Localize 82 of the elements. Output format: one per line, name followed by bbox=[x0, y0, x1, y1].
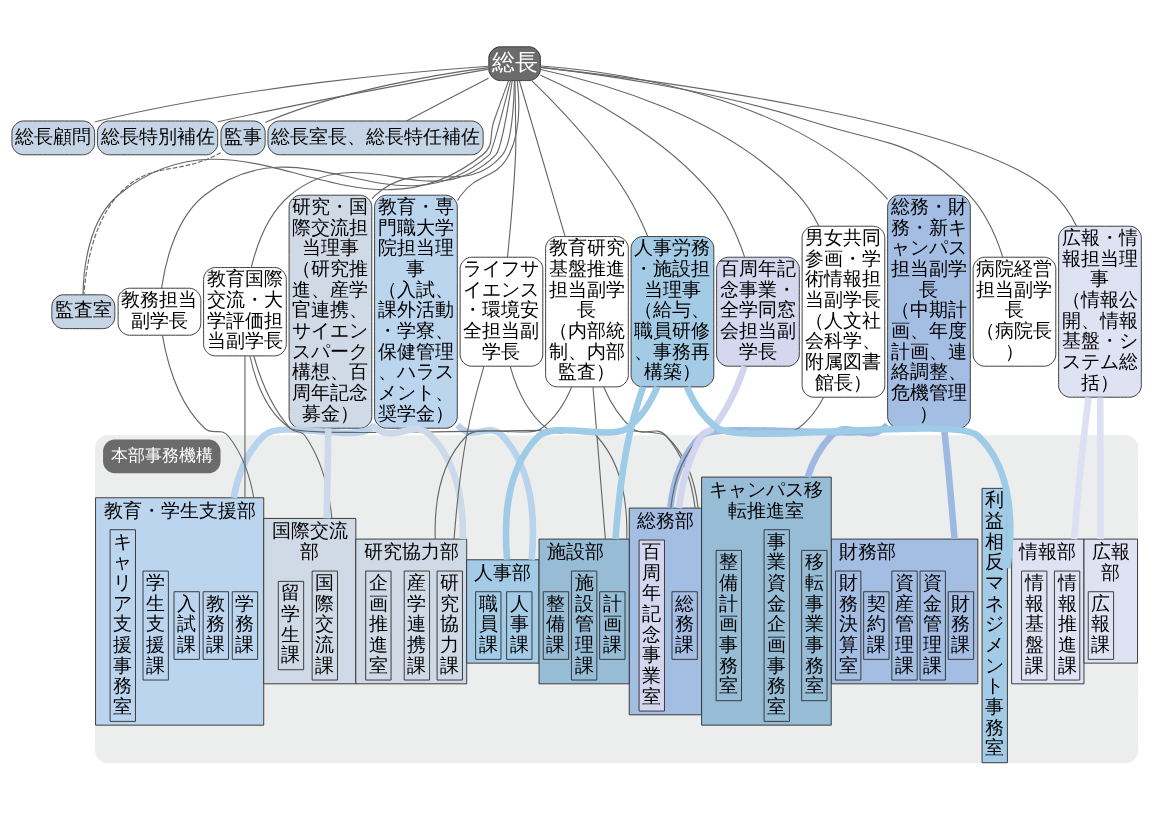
connector bbox=[592, 385, 606, 540]
node-box: 総長室長、総長特任補佐 bbox=[267, 120, 484, 155]
connector bbox=[161, 79, 512, 289]
node-box: 監事 bbox=[220, 120, 266, 155]
connector bbox=[540, 68, 820, 227]
connector bbox=[518, 79, 566, 237]
node-box: 研究協力課 bbox=[436, 570, 463, 680]
connector bbox=[1070, 396, 1092, 539]
node-box: 整備計画事務室 bbox=[715, 549, 742, 701]
node-box: 施設管理課 bbox=[571, 570, 598, 680]
node-box: 教務担当副学長 bbox=[117, 287, 202, 336]
connector bbox=[250, 79, 513, 268]
node-box: 整備課 bbox=[542, 590, 570, 660]
connector bbox=[612, 385, 647, 539]
connector bbox=[217, 68, 490, 122]
node-box: 学生支援課 bbox=[142, 570, 169, 680]
node-box: 教務課 bbox=[202, 590, 229, 660]
connector bbox=[539, 66, 1078, 227]
node-box: 広報・情報担当理事 （情報公開、情報基盤・システム総括） bbox=[1058, 225, 1142, 398]
connector bbox=[531, 79, 649, 237]
connector bbox=[506, 79, 517, 258]
connector bbox=[371, 79, 515, 199]
connector bbox=[540, 66, 1004, 258]
node-box: 総長特別補佐 bbox=[96, 120, 219, 155]
connector bbox=[264, 66, 490, 123]
node-box: 財務決算室 bbox=[835, 570, 862, 680]
node-box: 百周年記念事業室 bbox=[638, 539, 665, 711]
node-box: 資金管理課 bbox=[919, 570, 946, 680]
connector bbox=[405, 77, 489, 121]
connector bbox=[323, 427, 332, 518]
node-box: 男女共同参画・学術情報担当副学長 （人文社会科学、附属図書館長） bbox=[801, 225, 886, 398]
node-box: キャリア支援事務室 bbox=[109, 528, 136, 722]
node-box: 総長顧問 bbox=[11, 120, 96, 155]
connector bbox=[603, 385, 696, 509]
connector bbox=[540, 64, 889, 200]
node-box: 総長 bbox=[488, 45, 541, 81]
node-box: 監査室 bbox=[51, 293, 116, 329]
connector bbox=[82, 79, 510, 295]
connector bbox=[1096, 397, 1104, 539]
node-box: 総務課 bbox=[671, 590, 698, 660]
connector bbox=[684, 385, 1014, 569]
node-box: 計画課 bbox=[599, 590, 626, 660]
node-box: 職員課 bbox=[475, 590, 502, 660]
connector bbox=[456, 79, 520, 201]
node-box: 広報課 bbox=[1087, 590, 1115, 660]
node-box: 事業資金企画事務室 bbox=[763, 528, 790, 722]
node-box: 人事課 bbox=[506, 590, 533, 660]
node-box: 学務課 bbox=[231, 590, 259, 660]
node-box: 研究・国際交流担当理事 （研究推進、産学官連携、サイエンスパーク構想、百周年記念募金） bbox=[288, 194, 373, 429]
node-box: 人事労務・施設担当理事 （給与、職員研修、事務再構築） bbox=[630, 235, 715, 387]
node-box: 利益相反マネジメント事務室 bbox=[981, 487, 1008, 763]
node-box: 国際交流課 bbox=[311, 570, 338, 680]
connector bbox=[453, 365, 485, 540]
connector bbox=[94, 65, 490, 122]
connector bbox=[502, 385, 661, 560]
connector bbox=[244, 354, 246, 498]
node-box: 契約課 bbox=[863, 590, 890, 660]
node-box: 教育国際交流・大学評価担当副学長 bbox=[203, 266, 287, 356]
node-box: 財務課 bbox=[947, 590, 975, 660]
node-box: 入試課 bbox=[173, 590, 200, 660]
connector bbox=[667, 422, 890, 508]
node-box: 産学連携課 bbox=[403, 570, 431, 680]
connector bbox=[369, 422, 467, 539]
node-box: 移転事業事務室 bbox=[801, 549, 828, 701]
connector bbox=[804, 422, 890, 478]
node-box: 病院経営担当副学長 （病院長） bbox=[972, 256, 1057, 367]
node-box: 資産管理課 bbox=[891, 570, 918, 680]
node-box: 情報基盤課 bbox=[1021, 570, 1048, 680]
node-box: 企画推進室 bbox=[365, 570, 392, 680]
connector bbox=[675, 364, 748, 509]
node-box: 留学生課 bbox=[277, 580, 305, 670]
node-box: 情報推進課 bbox=[1053, 570, 1081, 680]
connector bbox=[161, 334, 255, 498]
node-box: 総務・財務・新キャンパス担当副学長 （中期計画、年度計画、連絡調整、危機管理） bbox=[887, 194, 971, 429]
connector bbox=[83, 151, 222, 295]
node-box: 教育・専門職大学院担当理事 （入試、課外活動・学寮、保健管理、ハラスメント、奨学金） bbox=[374, 194, 458, 429]
connector bbox=[434, 385, 573, 540]
connector bbox=[539, 74, 746, 258]
node-box: 教育研究基盤推進担当副学長 （内部統制、内部監査） bbox=[545, 235, 629, 387]
node-box: ライフサイエンス・環境安全担当副学長 bbox=[459, 256, 544, 367]
connector bbox=[455, 422, 537, 560]
node-box: 百周年記念事業・全学同窓会担当副学長 bbox=[716, 256, 800, 367]
